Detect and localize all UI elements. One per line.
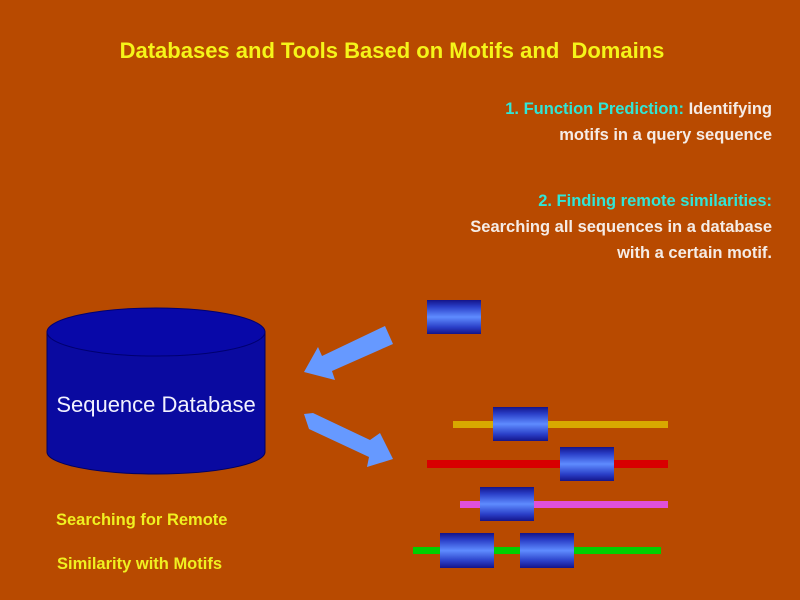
- motif-block-icon: [520, 533, 574, 568]
- query-motif-icon: [427, 300, 481, 334]
- motif-block-icon: [560, 447, 614, 481]
- database-label: Sequence Database: [56, 392, 255, 417]
- point-remote-similarities: 2. Finding remote similarities: Searchin…: [470, 188, 772, 266]
- point-1-label: 1. Function Prediction:: [505, 100, 684, 118]
- point-1-text: Identifying: [684, 100, 772, 118]
- motif-block-icon: [493, 407, 548, 441]
- slide-title: Databases and Tools Based on Motifs and …: [119, 38, 665, 63]
- sequence-magenta: [460, 487, 668, 521]
- arrow-to-sequences-icon: [304, 413, 393, 467]
- point-1-text-line2: motifs in a query sequence: [559, 126, 772, 144]
- sequence-line: [453, 421, 668, 428]
- sequence-line: [427, 460, 668, 468]
- point-function-prediction: 1. Function Prediction: Identifying moti…: [505, 96, 772, 148]
- arrow-to-database-icon: [304, 326, 393, 380]
- point-2-text-line1: Searching all sequences in a database: [470, 218, 772, 236]
- caption-line-1: Searching for Remote: [56, 511, 228, 529]
- point-2-label: 2. Finding remote similarities:: [538, 192, 772, 210]
- sequence-red: [427, 447, 668, 481]
- motif-block-icon: [440, 533, 494, 568]
- sequence-yellow: [453, 407, 668, 441]
- sequence-green: [413, 533, 661, 568]
- point-2-text-line2: with a certain motif.: [617, 244, 772, 262]
- motif-block-icon: [480, 487, 534, 521]
- database-cylinder-icon: Sequence Database: [46, 307, 266, 475]
- sequence-line: [460, 501, 668, 508]
- caption-line-2: Similarity with Motifs: [57, 555, 223, 573]
